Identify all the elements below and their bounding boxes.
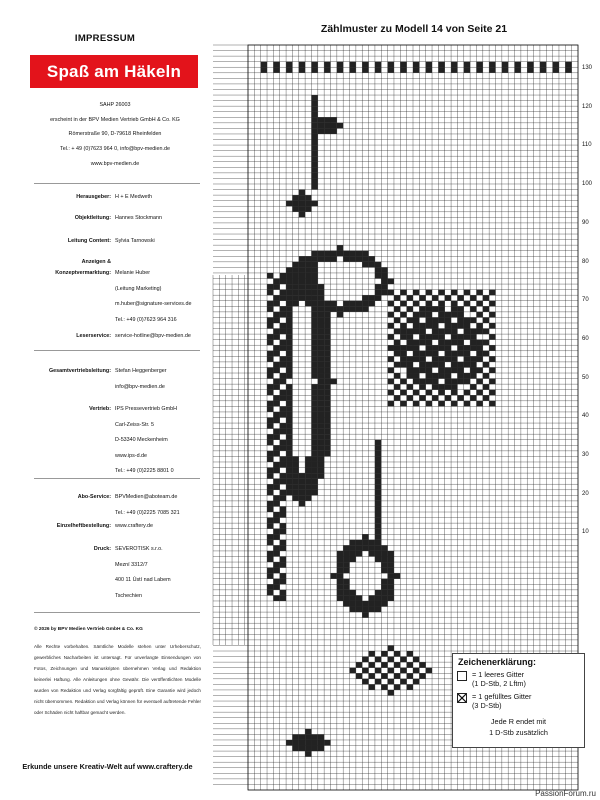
- row-value: Mezní 3312/7: [115, 561, 148, 568]
- impressum-title: IMPRESSUM: [74, 33, 136, 44]
- divider: [34, 478, 200, 479]
- row-label: Vertrieb:: [89, 406, 111, 412]
- row-number-label: 30: [582, 452, 589, 458]
- row-number-label: 100: [582, 181, 593, 188]
- legend-empty-line2: (1 D-Stb, 2 Lftm): [472, 679, 526, 688]
- chart-title: Zählmuster zu Modell 14 von Seite 21: [320, 23, 508, 35]
- legend-note-line2: 1 D-Stb zusätzlich: [489, 728, 548, 737]
- row-number-label: 50: [582, 374, 589, 381]
- row-value: D-53340 Meckenheim: [115, 437, 168, 443]
- row-label: Abo-Service:: [77, 494, 111, 500]
- row-number-label: 70: [582, 297, 589, 304]
- row-number-label: 80: [582, 258, 589, 265]
- row-value[interactable]: www.craftery.de: [115, 523, 153, 529]
- row-label: Druck:: [93, 546, 111, 552]
- legend-title: Zeichenerklärung:: [458, 657, 537, 667]
- brand-name: Spaß am Häkeln: [46, 61, 182, 81]
- publisher-line: Römerstraße 90, D-79618 Rheinfelden: [68, 131, 162, 138]
- publisher-line: erscheint in der BPV Medien Vertrieb Gmb…: [50, 116, 180, 123]
- row-value: Tel.: +49 (0)7623 964 316: [115, 316, 177, 323]
- row-value[interactable]: www.ips-d.de: [115, 452, 148, 459]
- publisher-info: SAHP 26003 erscheint in der BPV Medien V…: [20, 98, 210, 172]
- legend-filled-line2: (3 D-Stb): [472, 701, 502, 710]
- row-value: SEVEROTISK s.r.o.: [115, 546, 163, 552]
- row-number-label: 110: [582, 142, 592, 149]
- empty-cell-icon: [457, 671, 467, 681]
- footer-text: Erkunde unsere Kreativ-Welt auf www.craf…: [22, 762, 193, 771]
- row-label: Konzeptvermarktung:: [55, 270, 111, 276]
- row-label: Herausgeber:: [76, 194, 111, 200]
- impressum-column: IMPRESSUM Spaß am Häkeln SAHP 26003 ersc…: [0, 0, 205, 800]
- row-value: H + E Medweth: [115, 194, 153, 200]
- row-value[interactable]: m.huber@signature-services.de: [115, 301, 192, 307]
- row-value: Stefan Heggenberger: [115, 368, 167, 374]
- publisher-line: SAHP 26003: [99, 102, 131, 108]
- row-value[interactable]: BPVMedien@aboteam.de: [115, 494, 178, 500]
- row-value: IPS Pressevertrieb GmbH: [115, 406, 178, 412]
- copyright-title: © 2026 by BPV Medien Vertrieb GmbH & Co.…: [34, 627, 143, 632]
- divider: [34, 183, 200, 184]
- filled-cell-icon: [457, 693, 467, 703]
- divider: [34, 612, 200, 613]
- row-value: Hannes Stockmann: [115, 215, 163, 221]
- copyright-body: Alle Rechte vorbehalten. Sämtliche Model…: [34, 644, 201, 715]
- legend-filled-line1: = 1 gefülltes Gitter: [472, 692, 532, 701]
- row-number-label: 40: [582, 413, 589, 420]
- divider: [34, 350, 200, 351]
- publisher-line[interactable]: www.bpv-medien.de: [90, 160, 140, 167]
- row-number-label: 130: [582, 65, 593, 71]
- watermark: PassionForum.ru: [535, 789, 596, 798]
- legend-note-line1: Jede R endet mit: [490, 717, 547, 726]
- row-value: Sylvia Tarnowski: [115, 238, 155, 244]
- row-value: Tel.: +49 (0)2225 8801 0: [115, 468, 174, 474]
- row-value: Melanie Huber: [115, 270, 151, 276]
- row-label: Objektleitung:: [74, 215, 111, 221]
- publisher-line[interactable]: Tel.: + 49 (0)7623 964 0, info@bpv-medie…: [60, 146, 170, 153]
- brand-logo: Spaß am Häkeln: [30, 55, 198, 88]
- row-value[interactable]: info@bpv-medien.de: [115, 383, 165, 390]
- row-value: Tel.: +49 (0)2225 7085 321: [115, 509, 180, 516]
- row-value: Carl-Zeiss-Str. 5: [115, 421, 154, 428]
- row-value[interactable]: service-hotline@bpv-medien.de: [115, 333, 191, 339]
- row-label: Anzeigen &: [81, 259, 111, 265]
- row-number-label: 120: [582, 103, 593, 110]
- row-number-label: 10: [582, 529, 589, 536]
- row-label: Leitung Content:: [67, 238, 111, 244]
- row-number-label: 60: [582, 335, 589, 342]
- row-number-label: 90: [582, 219, 589, 226]
- row-value: (Leitung Marketing): [115, 285, 162, 292]
- row-label: Einzelheftbestellung:: [56, 523, 111, 529]
- legend-box: Zeichenerklärung: = 1 leeres Gitter (1 D…: [452, 653, 585, 748]
- row-value: 400 11 Ústí nad Labem: [115, 577, 171, 583]
- row-number-label: 20: [582, 490, 589, 497]
- row-value: Tschechien: [115, 592, 142, 599]
- legend-empty-line1: = 1 leeres Gitter: [472, 670, 525, 679]
- row-label: Gesamtvertriebsleitung:: [48, 368, 111, 374]
- row-label: Leserservice:: [76, 333, 111, 339]
